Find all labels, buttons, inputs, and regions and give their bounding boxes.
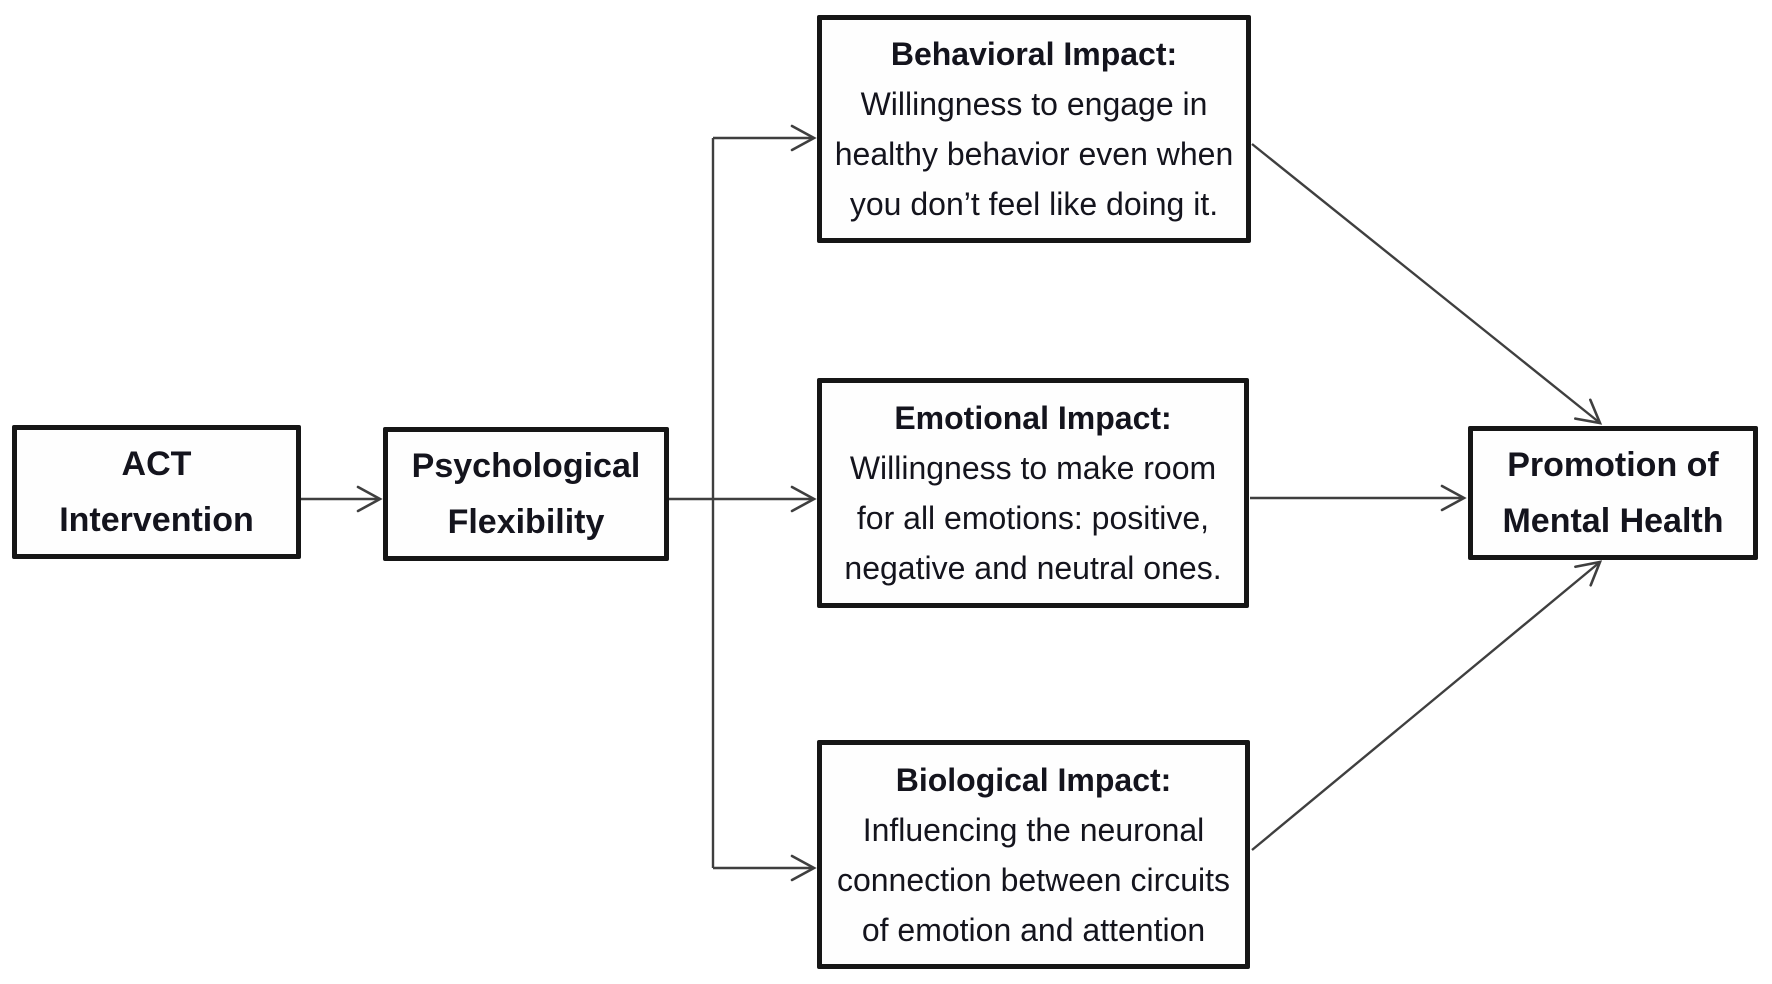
- arrow-biological-to-promotion: [1251, 560, 1603, 851]
- node-heading: Behavioral Impact:: [890, 36, 1178, 72]
- node-body-text: Willingness to engage in healthy behavio…: [834, 86, 1234, 222]
- node-label: Mental Health: [1502, 502, 1724, 540]
- node-promotion-of-mental-health: Promotion of Mental Health: [1468, 426, 1758, 560]
- node-label: Promotion of: [1507, 446, 1719, 484]
- node-body-text: Influencing the neuronal connection betw…: [836, 811, 1231, 948]
- node-heading: Emotional Impact:: [894, 400, 1172, 436]
- node-body-text: Willingness to make room for all emotion…: [844, 450, 1222, 586]
- node-emotional-impact: Emotional Impact: Willingness to make ro…: [817, 378, 1249, 608]
- node-label: Intervention: [59, 501, 254, 539]
- node-biological-impact: Biological Impact: Influencing the neuro…: [817, 740, 1250, 969]
- node-heading: Biological Impact:: [895, 761, 1172, 798]
- node-label: Psychological: [411, 447, 641, 485]
- node-label: Flexibility: [447, 503, 605, 541]
- node-psychological-flexibility: Psychological Flexibility: [383, 427, 669, 561]
- node-act-intervention: ACT Intervention: [12, 425, 301, 559]
- node-label: ACT: [121, 445, 192, 483]
- node-behavioral-impact: Behavioral Impact: Willingness to engage…: [817, 15, 1251, 243]
- arrow-behavioral-to-promotion: [1251, 143, 1603, 425]
